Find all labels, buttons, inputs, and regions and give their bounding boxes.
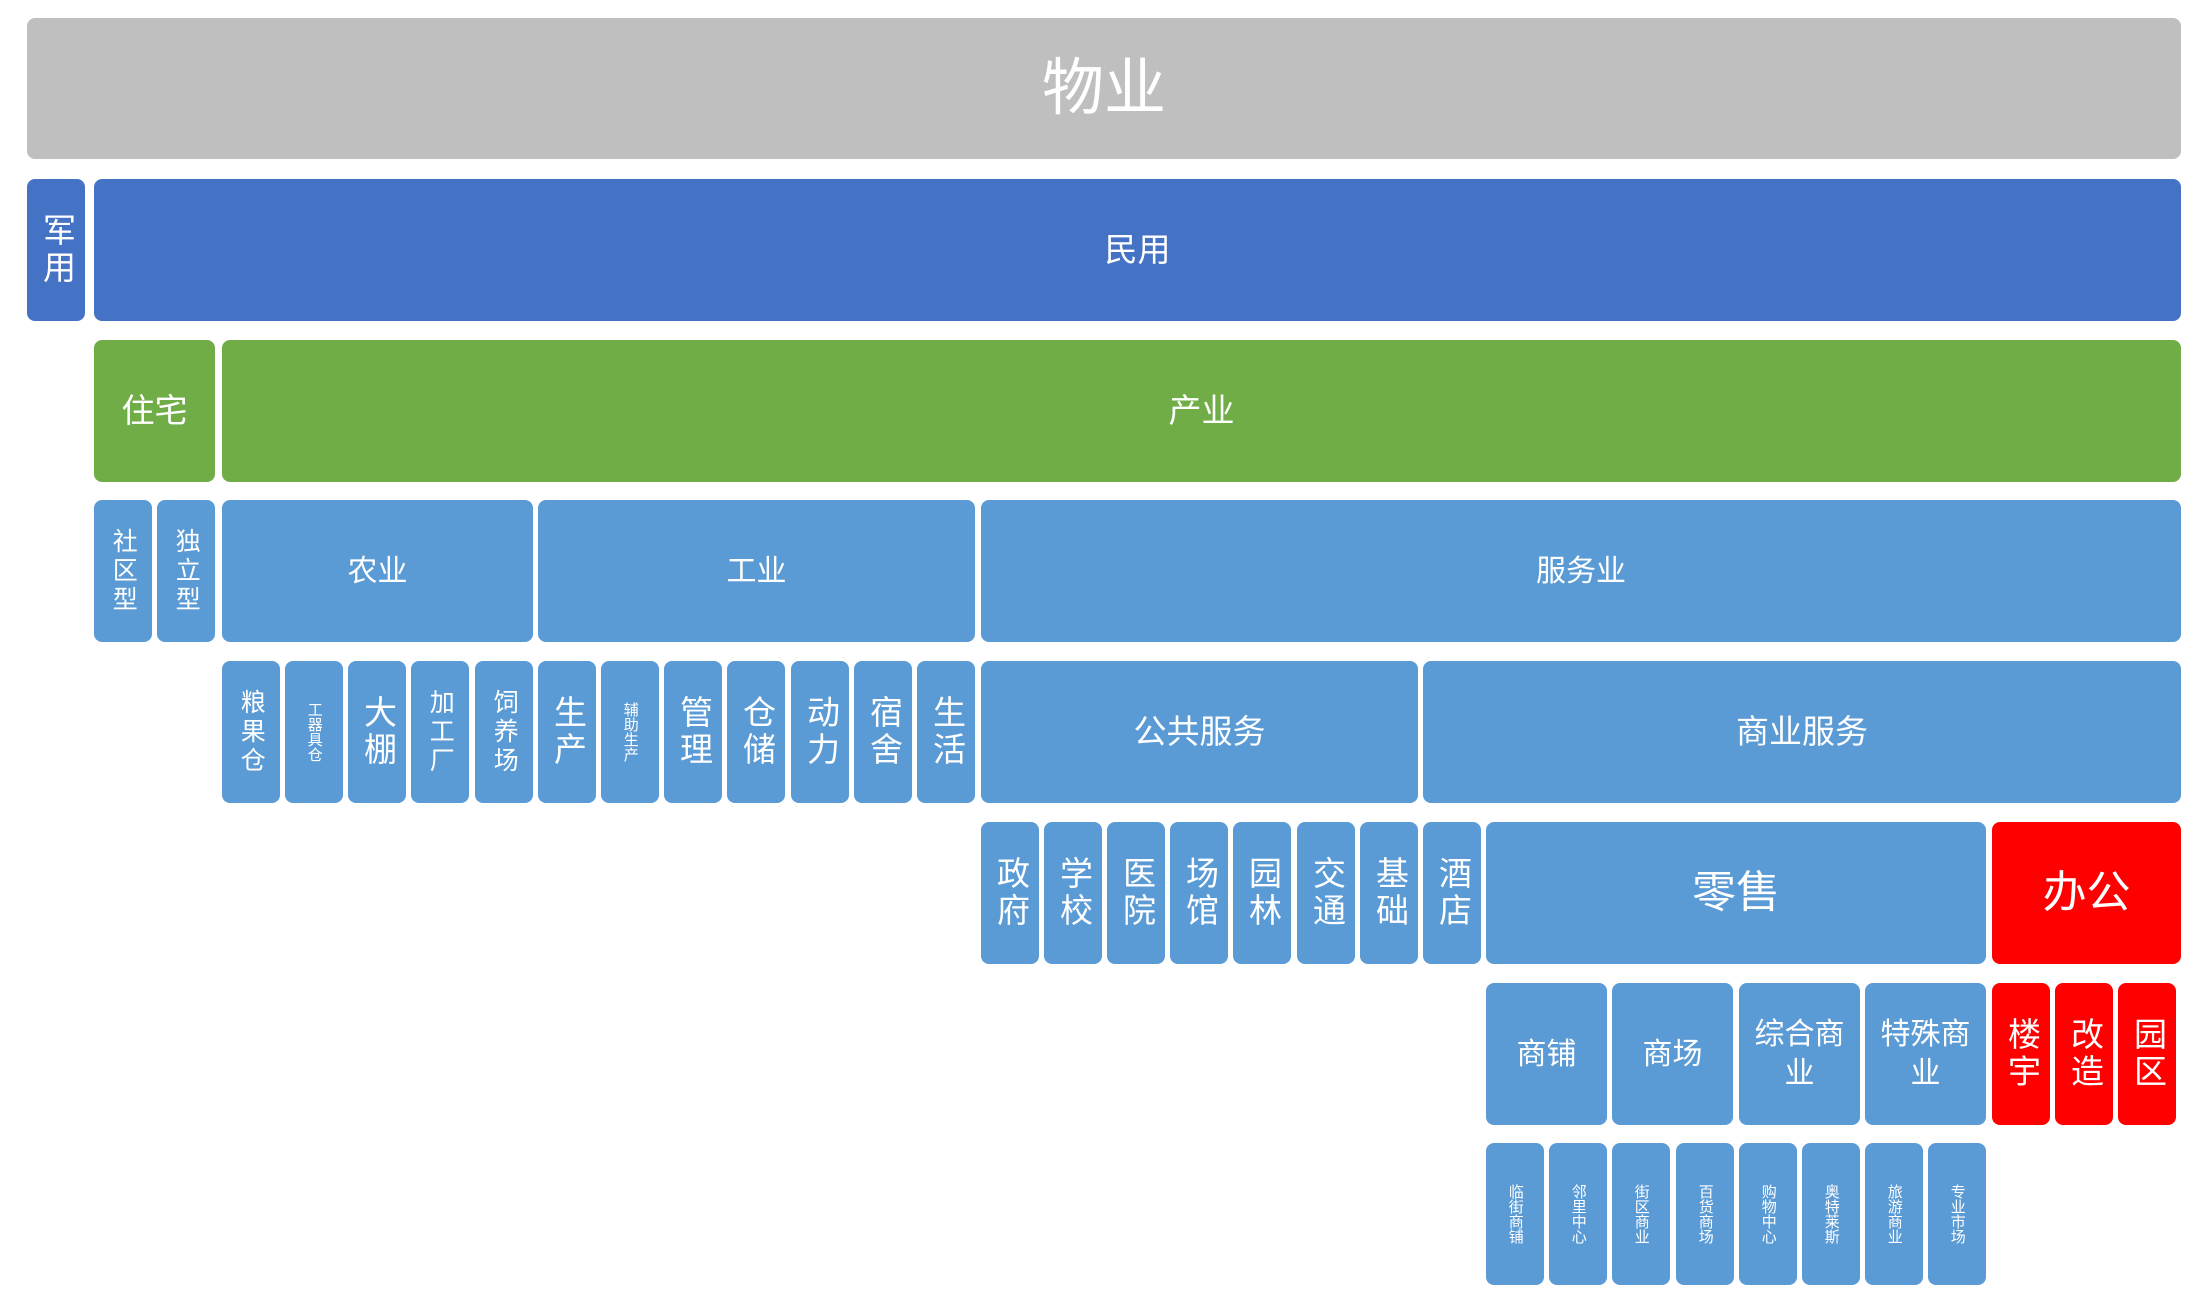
node-transport: 交通 <box>1297 822 1355 964</box>
node-street-shops: 临街商铺 <box>1486 1143 1544 1285</box>
node-services: 服务业 <box>981 500 2181 642</box>
node-outlets: 奥特莱斯 <box>1802 1143 1860 1285</box>
node-shopping-center: 购物中心 <box>1739 1143 1797 1285</box>
node-dormitory: 宿舍 <box>854 661 912 803</box>
node-independent-residential: 独立型 <box>157 500 215 642</box>
node-venue: 场馆 <box>1170 822 1228 964</box>
node-department-store: 百货商场 <box>1676 1143 1734 1285</box>
node-management: 管理 <box>664 661 722 803</box>
node-production: 生产 <box>538 661 596 803</box>
node-block-commercial: 街区商业 <box>1612 1143 1670 1285</box>
node-hotel: 酒店 <box>1423 822 1481 964</box>
node-renovation: 改造 <box>2055 983 2113 1125</box>
node-retail: 零售 <box>1486 822 1986 964</box>
node-power: 动力 <box>791 661 849 803</box>
node-office: 办公 <box>1992 822 2181 964</box>
node-shop: 商铺 <box>1486 983 1607 1125</box>
node-military: 军用 <box>27 179 85 321</box>
node-manufacturing: 工业 <box>538 500 975 642</box>
node-living: 生活 <box>917 661 975 803</box>
node-industry: 产业 <box>222 340 2181 482</box>
node-processing-plant: 加工厂 <box>411 661 469 803</box>
node-office-park: 园区 <box>2118 983 2176 1125</box>
node-commercial-services: 商业服务 <box>1423 661 2181 803</box>
node-mall: 商场 <box>1612 983 1733 1125</box>
node-infrastructure: 基础 <box>1360 822 1418 964</box>
node-specialized-market: 专业市场 <box>1928 1143 1986 1285</box>
node-special-commercial: 特殊商业 <box>1865 983 1986 1125</box>
node-greenhouse: 大棚 <box>348 661 406 803</box>
node-grain-storage: 粮果仓 <box>222 661 280 803</box>
node-breeding-farm: 饲养场 <box>475 661 533 803</box>
node-warehousing: 仓储 <box>727 661 785 803</box>
node-government: 政府 <box>981 822 1039 964</box>
node-neighborhood-center: 邻里中心 <box>1549 1143 1607 1285</box>
node-complex-commercial: 综合商业 <box>1739 983 1860 1125</box>
node-auxiliary-production: 辅助生产 <box>601 661 659 803</box>
root-property: 物业 <box>27 18 2181 159</box>
node-public-services: 公共服务 <box>981 661 1418 803</box>
node-garden: 园林 <box>1233 822 1291 964</box>
node-residential: 住宅 <box>94 340 215 482</box>
node-agriculture: 农业 <box>222 500 533 642</box>
node-hospital: 医院 <box>1107 822 1165 964</box>
node-tourism-commercial: 旅游商业 <box>1865 1143 1923 1285</box>
node-office-building: 楼宇 <box>1992 983 2050 1125</box>
node-tool-storage: 工器具仓 <box>285 661 343 803</box>
node-community-residential: 社区型 <box>94 500 152 642</box>
node-school: 学校 <box>1044 822 1102 964</box>
node-civil: 民用 <box>94 179 2181 321</box>
